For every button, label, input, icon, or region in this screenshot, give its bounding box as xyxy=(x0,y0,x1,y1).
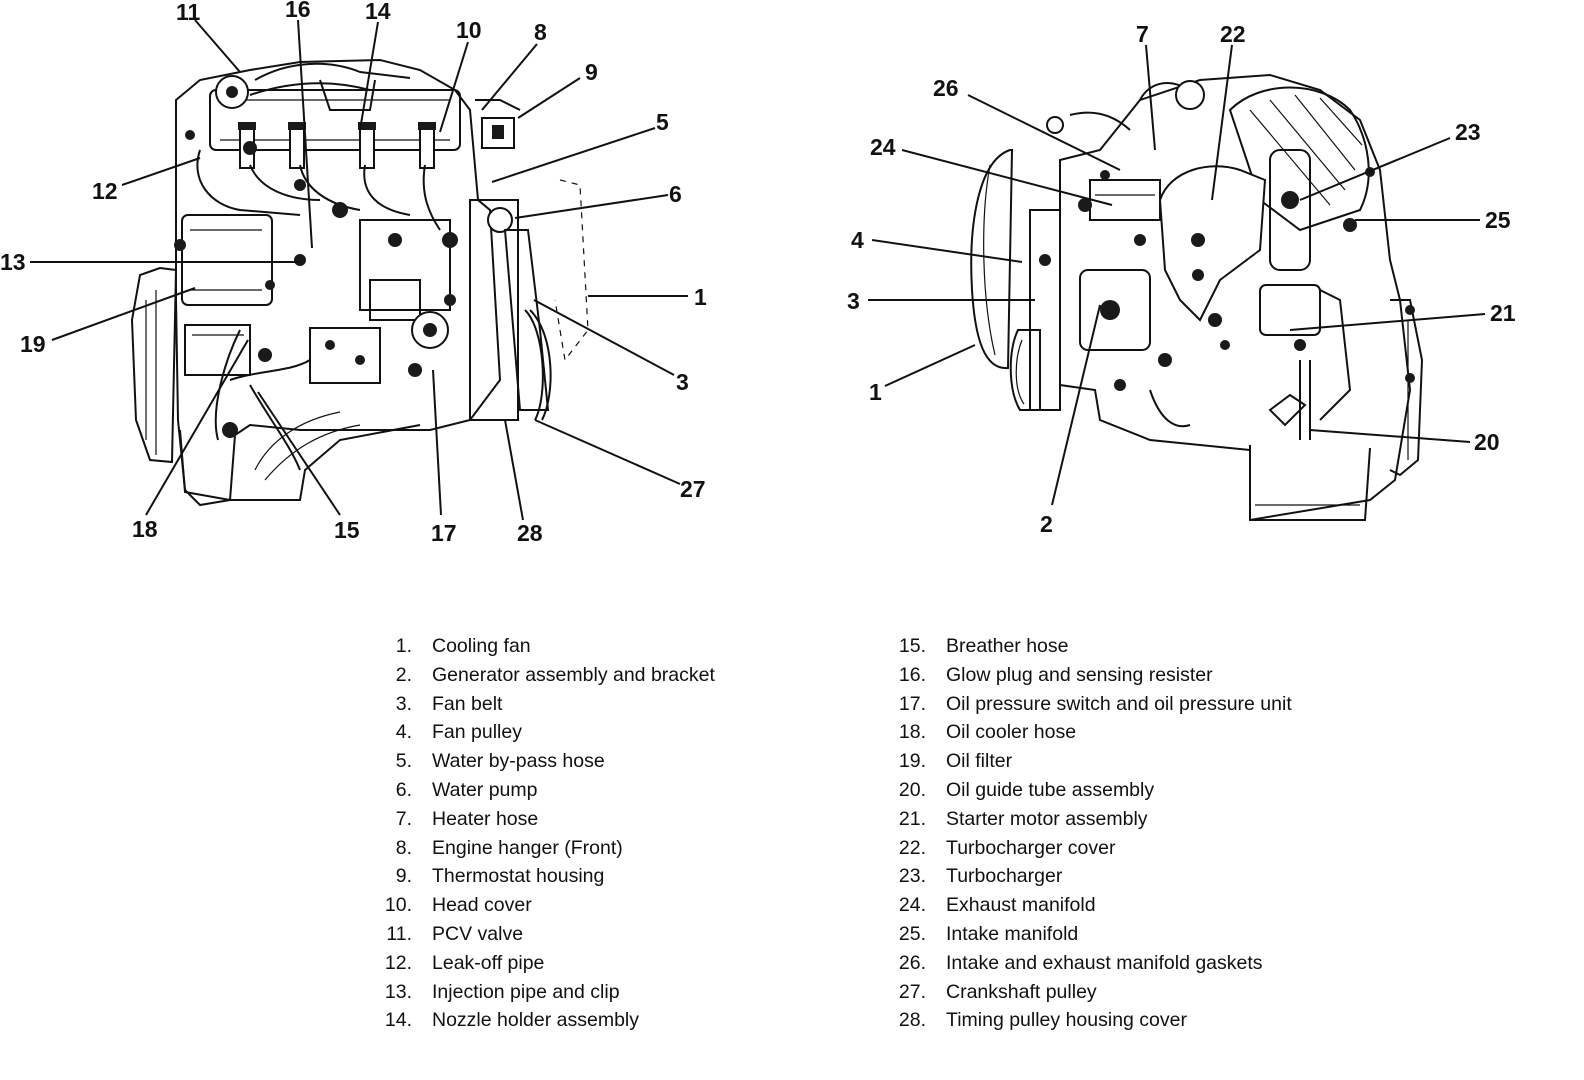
legend-item-1: 1.Cooling fan xyxy=(395,635,531,657)
legend-item-9: 9.Thermostat housing xyxy=(395,865,605,888)
left-hardware xyxy=(174,130,458,438)
callout-11: 11 xyxy=(176,0,201,25)
leader-16 xyxy=(297,19,313,249)
leader-14 xyxy=(359,21,379,131)
legend-item-10: 10.Head cover xyxy=(384,894,532,917)
callout-3-left: 3 xyxy=(676,369,689,395)
leader-4 xyxy=(871,239,1023,263)
leader-11 xyxy=(194,19,241,73)
callout-5: 5 xyxy=(656,109,669,135)
leader-28 xyxy=(504,419,524,521)
right-hardware xyxy=(1039,167,1415,391)
callout-6: 6 xyxy=(669,181,682,207)
callout-12: 12 xyxy=(92,178,118,204)
leader-20 xyxy=(1309,429,1471,443)
leader-17 xyxy=(432,369,442,516)
leader-24 xyxy=(901,149,1113,206)
legend-left-column: 1.Cooling fan 2.Generator assembly and b… xyxy=(372,632,832,1035)
leader-23 xyxy=(1299,137,1451,201)
left-engine-drawing xyxy=(130,58,589,507)
callout-2: 2 xyxy=(1040,511,1053,537)
engine-diagram: 11 16 14 10 8 9 5 6 12 13 19 1 3 27 18 1… xyxy=(0,0,1516,546)
legend-item-3: 3.Fan belt xyxy=(395,692,503,715)
leader-9 xyxy=(517,77,581,119)
callout-23: 23 xyxy=(1455,119,1481,145)
legend-item-2: 2.Generator assembly and bracket xyxy=(395,663,715,686)
legend-item-19: 19.Oil filter xyxy=(898,750,1013,773)
callout-24: 24 xyxy=(870,134,896,160)
leader-18 xyxy=(145,339,249,516)
callout-4: 4 xyxy=(851,227,864,253)
callout-16: 16 xyxy=(285,0,311,22)
right-engine-drawing xyxy=(970,73,1424,522)
legend-item-27: 27.Crankshaft pulley xyxy=(898,980,1097,1003)
callout-20: 20 xyxy=(1474,429,1500,455)
leader-12 xyxy=(121,157,201,186)
callout-26: 26 xyxy=(933,75,959,101)
legend-item-8: 8.Engine hanger (Front) xyxy=(395,836,623,859)
callout-14: 14 xyxy=(365,0,391,24)
leader-3-left xyxy=(533,299,675,376)
legend-item-22: 22.Turbocharger cover xyxy=(898,836,1116,859)
callout-17: 17 xyxy=(431,520,457,546)
leader-2 xyxy=(1051,304,1101,506)
legend-item-4: 4.Fan pulley xyxy=(395,721,522,744)
leader-27 xyxy=(534,419,681,485)
left-view-callouts: 11 16 14 10 8 9 5 6 12 13 19 1 3 27 18 1… xyxy=(0,0,707,546)
legend-item-17: 17.Oil pressure switch and oil pressure … xyxy=(898,692,1292,715)
leader-10 xyxy=(439,41,469,133)
legend-item-21: 21.Starter motor assembly xyxy=(898,807,1148,830)
legend-item-6: 6.Water pump xyxy=(395,778,538,801)
legend-item-12: 12.Leak-off pipe xyxy=(384,951,545,974)
callout-3-right: 3 xyxy=(847,288,860,314)
legend-item-23: 23.Turbocharger xyxy=(898,865,1063,888)
callout-27: 27 xyxy=(680,476,706,502)
callout-19: 19 xyxy=(20,331,46,357)
leader-6 xyxy=(514,194,669,219)
leader-15 xyxy=(257,391,341,516)
callout-28: 28 xyxy=(517,520,543,546)
callout-1-left: 1 xyxy=(694,284,707,310)
legend-item-15: 15.Breather hose xyxy=(898,635,1069,657)
leader-7 xyxy=(1145,44,1156,151)
callout-15: 15 xyxy=(334,517,360,543)
legend-item-7: 7.Heater hose xyxy=(395,807,539,830)
legend-item-5: 5.Water by-pass hose xyxy=(395,750,605,773)
legend-right-column: 15.Breather hose 16.Glow plug and sensin… xyxy=(886,632,1446,1035)
leader-26 xyxy=(967,94,1121,171)
legend-item-11: 11.PCV valve xyxy=(386,922,524,945)
callout-1-right: 1 xyxy=(869,379,882,405)
callout-10: 10 xyxy=(456,17,482,43)
callout-9: 9 xyxy=(585,59,598,85)
callout-21: 21 xyxy=(1490,300,1516,326)
leader-lines xyxy=(30,19,1486,521)
callout-18: 18 xyxy=(132,516,158,542)
leader-22 xyxy=(1211,44,1233,201)
legend-item-14: 14.Nozzle holder assembly xyxy=(384,1009,640,1032)
legend-item-28: 28.Timing pulley housing cover xyxy=(898,1009,1187,1032)
callout-13: 13 xyxy=(0,249,26,275)
legend-item-25: 25.Intake manifold xyxy=(898,922,1079,945)
legend-item-24: 24.Exhaust manifold xyxy=(898,894,1096,917)
legend-item-16: 16.Glow plug and sensing resister xyxy=(898,663,1213,686)
leader-8 xyxy=(481,43,538,111)
nozzle-holders xyxy=(238,122,436,169)
leader-21 xyxy=(1289,313,1486,331)
legend-item-13: 13.Injection pipe and clip xyxy=(384,980,620,1003)
right-view-callouts: 7 22 26 24 23 25 4 3 21 1 20 2 xyxy=(847,21,1516,537)
callout-8: 8 xyxy=(534,19,547,45)
legend-item-18: 18.Oil cooler hose xyxy=(898,721,1077,744)
callout-7: 7 xyxy=(1136,21,1149,47)
callout-25: 25 xyxy=(1485,207,1511,233)
legend-item-20: 20.Oil guide tube assembly xyxy=(898,778,1155,801)
leader-1-right xyxy=(884,344,976,387)
leader-5 xyxy=(491,127,656,183)
leader-19 xyxy=(51,287,196,341)
legend-item-26: 26.Intake and exhaust manifold gaskets xyxy=(898,951,1263,974)
callout-22: 22 xyxy=(1220,21,1246,47)
